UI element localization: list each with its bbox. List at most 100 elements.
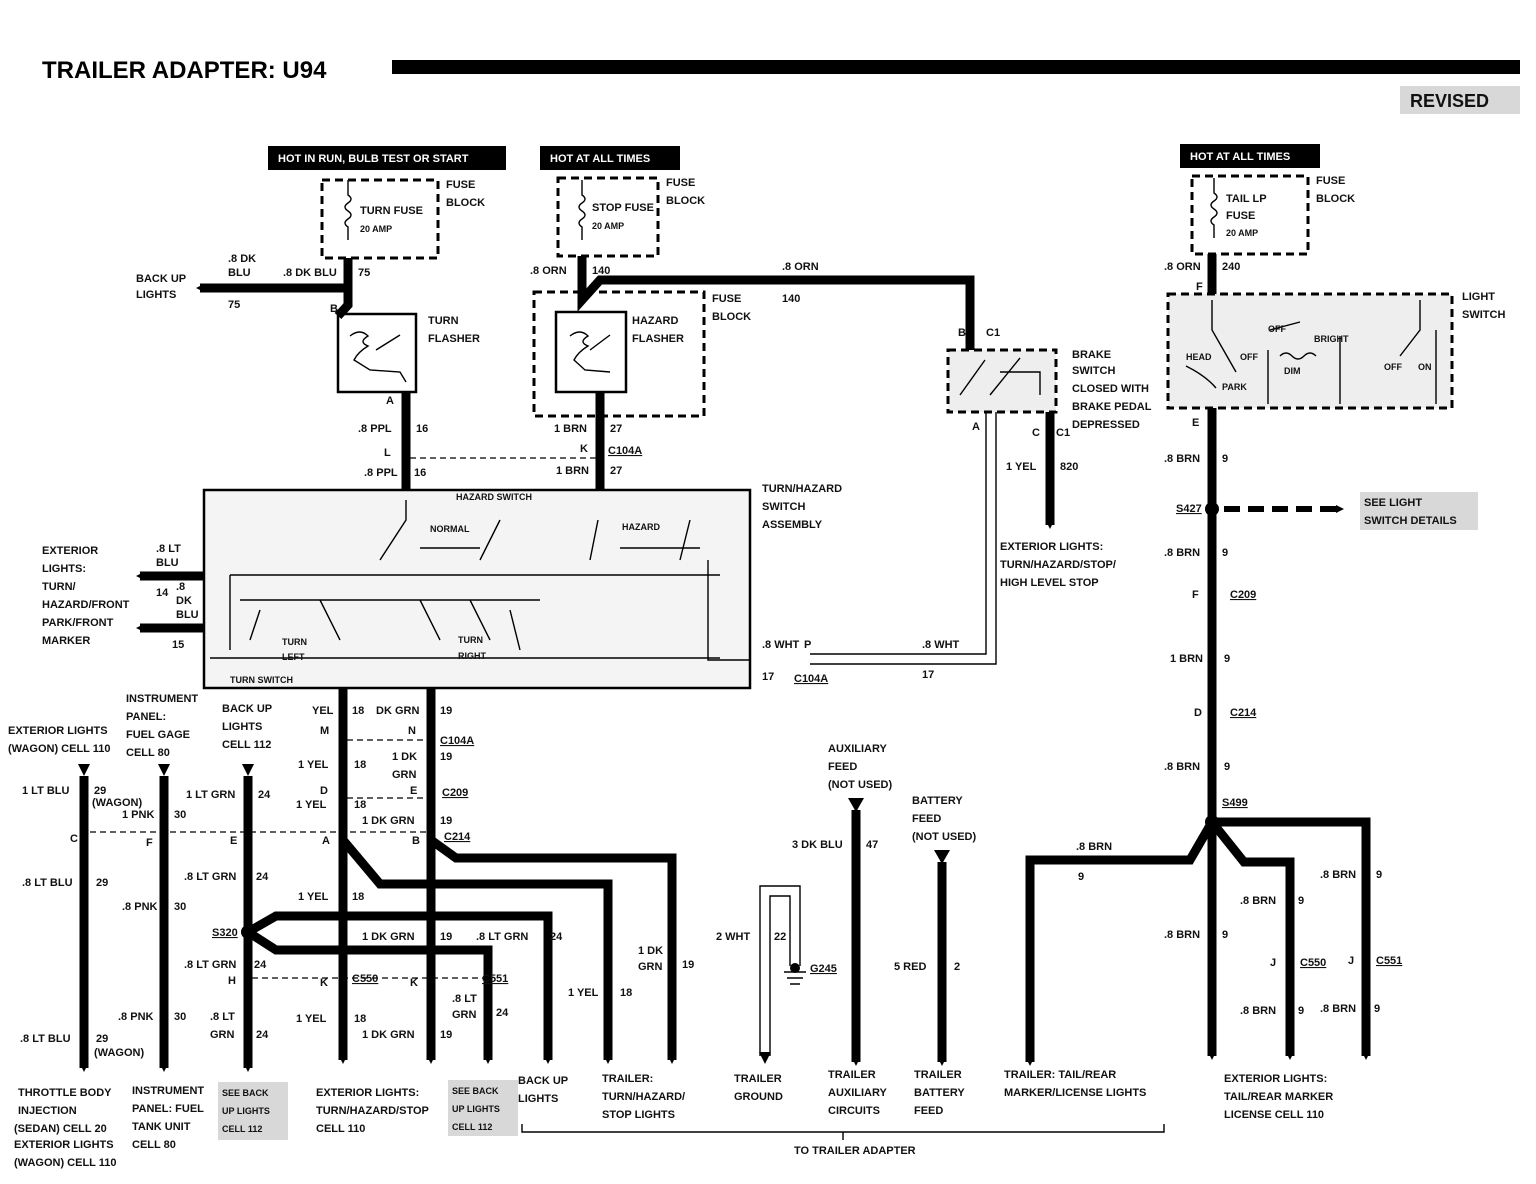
light-switch-label-1: LIGHT: [1462, 291, 1495, 303]
wire-num-9g: 9: [1298, 895, 1304, 907]
wire-label-8ppl: .8 PPL: [358, 423, 392, 435]
wire-num-30b: 30: [174, 901, 186, 913]
light-switch: [1166, 292, 1454, 410]
wire-label-8ltgrn24: .8 LT GRN: [184, 871, 236, 883]
wire-num-9a: 9: [1222, 453, 1228, 465]
wire-num-24f: 24: [256, 1029, 269, 1041]
sbu1-badge: [218, 1082, 288, 1140]
wire-label-3dkblu: 3 DK BLU: [792, 839, 843, 851]
wire-label-8orn-240: .8 ORN: [1164, 261, 1201, 273]
ip-label-4: CELL 80: [126, 747, 170, 759]
thsa-label-1: TURN/HAZARD: [762, 483, 842, 495]
ls-on: ON: [1418, 362, 1432, 372]
tbi-label-1: THROTTLE BODY: [18, 1087, 112, 1099]
ls-park: PARK: [1222, 382, 1247, 392]
wire-label-1pnk: 1 PNK: [122, 809, 154, 821]
sbu1-label-3: CELL 112: [222, 1124, 262, 1134]
ipf-label-4: CELL 80: [132, 1139, 176, 1151]
ls-head: HEAD: [1186, 352, 1212, 362]
wire-label-8pnk30-c: .8 PNK: [118, 1011, 154, 1023]
ground-g245: [784, 971, 806, 985]
wire-label-8ltgrn24-d-2: GRN: [452, 1009, 477, 1021]
wire-label-1brn-2: 1 BRN: [556, 465, 589, 477]
wire-num-19d: 19: [682, 959, 694, 971]
wire-num-9h: 9: [1376, 869, 1382, 881]
wire-label-2wht: 2 WHT: [716, 931, 751, 943]
stop-fuse-name: STOP FUSE: [592, 202, 654, 214]
conn-c214-right: C214: [1230, 707, 1257, 719]
hazard-flasher: [554, 310, 628, 394]
wire-18-trailer: [339, 837, 613, 1064]
conn-c104a-low: C104A: [440, 735, 474, 747]
revised-badge: [1400, 86, 1520, 114]
ipf-label-2: PANEL: FUEL: [132, 1103, 204, 1115]
fuse-block-label-4: BLOCK: [666, 195, 705, 207]
wire-num-29: 29: [94, 785, 106, 797]
wire-29-top-arrow: [78, 764, 90, 776]
conn-c104a-top: C104A: [608, 445, 642, 457]
wire-num-9d: 9: [1224, 761, 1230, 773]
wire-label-1brn-9: 1 BRN: [1170, 653, 1203, 665]
conn-n: N: [408, 725, 416, 737]
tac-label-2: AUXILIARY: [828, 1087, 888, 1099]
tbi-label-5: (WAGON) CELL 110: [14, 1157, 116, 1169]
conn-c-brake: C: [1032, 427, 1040, 439]
trm-label-2: MARKER/LICENSE LIGHTS: [1004, 1087, 1146, 1099]
wire-24-s320-down: [245, 928, 493, 1064]
light-switch-contacts: [1185, 300, 1437, 404]
wire-num-820: 820: [1060, 461, 1078, 473]
conn-c104a-right: C104A: [794, 673, 828, 685]
page-title: TRAILER ADAPTER: U94: [42, 57, 327, 84]
conn-b-left: B: [412, 835, 420, 847]
wire-22: [759, 885, 801, 1056]
wire-label-1yel-b: 1 YEL: [296, 799, 327, 811]
ls-off3: OFF: [1384, 362, 1402, 372]
wire-label-8ltblu-2: BLU: [156, 557, 179, 569]
hazard-flasher-label-1: HAZARD: [632, 315, 678, 327]
wire-label-8ltgrn24-b: .8 LT GRN: [476, 931, 528, 943]
wire-label-8dkblu15-3: BLU: [176, 609, 199, 621]
wire-label-8ltblu29: .8 LT BLU: [22, 877, 73, 889]
conn-c551-right: C551: [1376, 955, 1402, 967]
hazard-switch-contacts: [210, 500, 750, 661]
aux-label-1: AUXILIARY: [828, 743, 888, 755]
tail-fuse-block: [1190, 174, 1310, 256]
turn-right-label-1: TURN: [458, 635, 483, 645]
wire-num-140b: 140: [782, 293, 800, 305]
conn-f-c209: F: [1192, 589, 1199, 601]
tg-label-1: TRAILER: [734, 1073, 782, 1085]
elt-label-2: TURN/HAZARD/STOP: [316, 1105, 429, 1117]
wire-label-dkgrn: DK GRN: [376, 705, 419, 717]
wire-label-8pnk30: .8 PNK: [122, 901, 158, 913]
ls-off2: OFF: [1268, 324, 1286, 334]
turn-fuse-name: TURN FUSE: [360, 205, 423, 217]
wire-label-1dkgrn-d-2: GRN: [638, 961, 663, 973]
elt-label-1: EXTERIOR LIGHTS:: [316, 1087, 419, 1099]
wire-label-8ltblu-1: .8 LT: [156, 543, 181, 555]
wire-label-8dkblu15-2: DK: [176, 595, 192, 607]
elt-label-3: CELL 110: [316, 1123, 365, 1135]
conn-k2: K: [410, 977, 418, 989]
thsa-label-2: SWITCH: [762, 501, 805, 513]
wire-num-30c: 30: [174, 1011, 186, 1023]
hazard-switch-label: HAZARD SWITCH: [456, 492, 532, 502]
wire-num-27: 27: [610, 423, 622, 435]
conn-k: K: [580, 443, 588, 455]
conn-b-c1: B: [958, 327, 966, 339]
conn-s499: S499: [1222, 797, 1248, 809]
elr-label-2: TAIL/REAR MARKER: [1224, 1091, 1333, 1103]
turn-left-label-1: TURN: [282, 637, 307, 647]
sbu2-badge: [448, 1080, 518, 1136]
feed-run-label: HOT IN RUN, BULB TEST OR START: [278, 153, 469, 165]
splice-s427: [1205, 502, 1219, 516]
wire-num-18: 18: [352, 705, 364, 717]
ls-off1: OFF: [1240, 352, 1258, 362]
tg-label-2: GROUND: [734, 1091, 783, 1103]
ls-bright: BRIGHT: [1314, 334, 1349, 344]
wire-label-1dkgrn-b: 1 DK GRN: [362, 815, 415, 827]
wire-label-8brn-g: .8 BRN: [1240, 895, 1276, 907]
stop-fuse-rating: 20 AMP: [592, 221, 624, 231]
ext-left-label-2: LIGHTS:: [42, 563, 86, 575]
wire-num-24c: 24: [550, 931, 563, 943]
conn-d-c209: D: [320, 785, 328, 797]
